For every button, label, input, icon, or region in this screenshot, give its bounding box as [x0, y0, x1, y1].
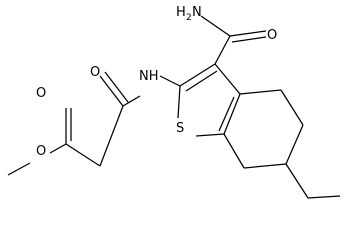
bond-nh-ring [159, 75, 181, 87]
bond-ring-c4-c5 [280, 89, 304, 126]
bond-thiophene-c3-c3a [214, 63, 241, 95]
molecule-structure: H 2 N O NH O O O S [7, 5, 341, 199]
amide-nitrogen-subscript: 2 [186, 13, 192, 23]
bond-oxygen-ester-carbon [49, 143, 67, 154]
bond-chain-2 [99, 105, 124, 167]
bond-keto-carbonyl-b [104, 71, 129, 103]
bond-lines [7, 15, 341, 199]
sulfur-label: S [176, 121, 184, 136]
atom-labels: H 2 N O NH O O O S [36, 5, 277, 159]
nh-label: NH [139, 69, 159, 84]
bond-thiophene-s-c2 [177, 85, 181, 119]
bond-c3-amide-carbon [214, 35, 231, 65]
bond-thiophene-c3a-c7a-b [218, 96, 235, 132]
bond-ring-c7-c7a [223, 133, 245, 169]
bond-thiophene-c2-c3-b [185, 70, 218, 92]
ester-carbonyl-oxygen-label: O [36, 86, 46, 101]
ester-oxygen-label: O [36, 144, 46, 159]
bond-thiophene-c2-c3-a [179, 63, 216, 87]
bond-ring-c6-c7 [243, 163, 287, 169]
bond-keto-carbonyl-a [99, 75, 124, 107]
bond-chain-1 [65, 143, 101, 167]
bond-ethyl-1 [285, 163, 309, 199]
bond-thiophene-c3a-c7a-a [223, 93, 241, 135]
bond-thiophene-c7a-s [195, 133, 225, 137]
bond-amide-carbon-nitrogen [200, 15, 231, 37]
bond-ring-c5-c6 [285, 124, 304, 165]
bond-ethyl-2 [307, 195, 341, 199]
bond-ring-c3a-c4 [239, 89, 282, 95]
amide-nitrogen-label: H [176, 5, 186, 20]
amide-oxygen-label: O [267, 28, 277, 43]
amide-nitrogen-element: N [192, 5, 202, 20]
keto-oxygen-label: O [90, 65, 100, 80]
bond-methyl-oxygen [7, 162, 31, 176]
bond-amide-carbonyl-a [229, 30, 267, 37]
bond-chain-3 [122, 95, 141, 107]
bond-amide-carbonyl-b [231, 36, 267, 43]
